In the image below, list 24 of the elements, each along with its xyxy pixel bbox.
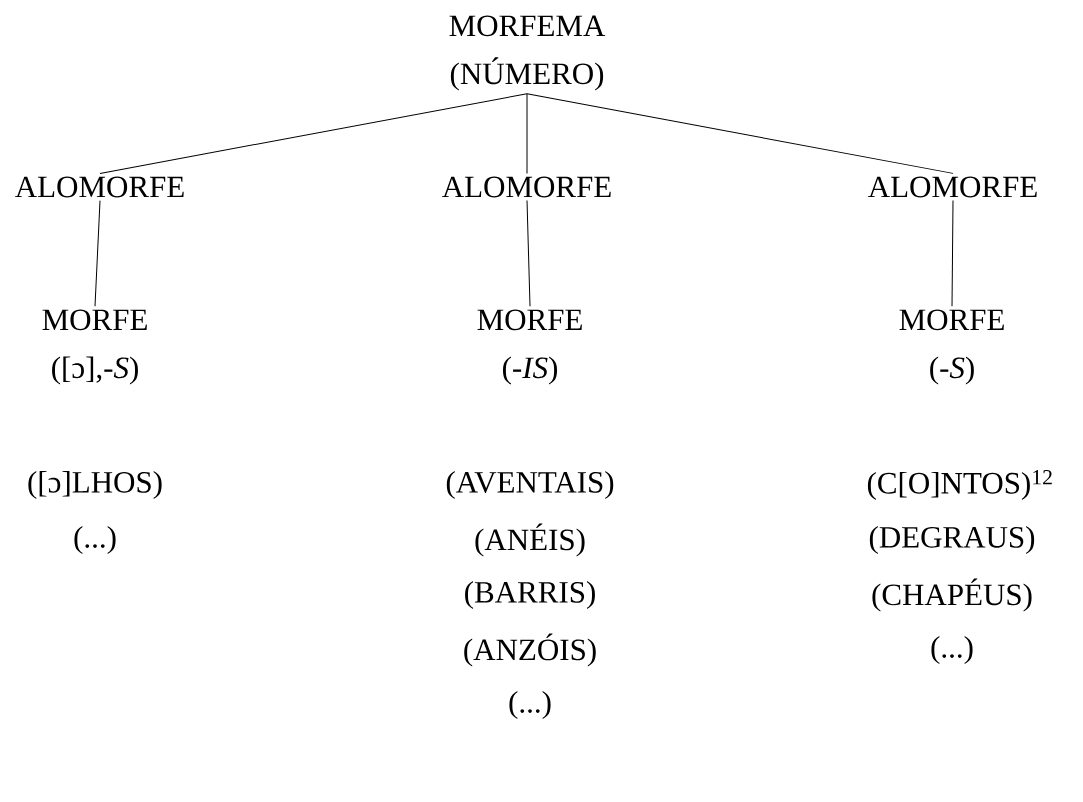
node-label: MORFE ([ɔ],-S) (42, 309, 147, 385)
node-label: MORFEMA (NÚMERO) (449, 15, 606, 91)
example-word: (...) (74, 525, 116, 555)
node-label: ALOMORFE (868, 176, 1037, 198)
example-word: (...) (509, 690, 551, 720)
branch-line (526, 93, 528, 174)
node-label: ALOMORFE (15, 176, 184, 198)
example-word: (ANZÓIS) (464, 633, 596, 667)
node-label: ALOMORFE (442, 176, 611, 198)
node-label: MORFE (-IS) (477, 309, 582, 385)
branch-line (526, 200, 531, 307)
example-word: (...) (931, 635, 973, 665)
example-word: (ANÉIS) (475, 523, 585, 557)
example-word: (DEGRAUS) (869, 525, 1035, 555)
node-label: MORFE (-S) (899, 309, 1004, 385)
example-word: (CHAPÉUS) (872, 578, 1032, 612)
example-word: (C[O]NTOS)$^{12}$ (867, 470, 1052, 500)
branch-line (951, 200, 954, 307)
branch-line (99, 93, 528, 174)
example-word: ([ɔ]LHOS) (28, 470, 162, 500)
branch-line (526, 93, 954, 174)
example-word: (AVENTAIS) (446, 470, 614, 500)
example-word: (BARRIS) (465, 580, 595, 610)
branch-line (94, 200, 101, 307)
